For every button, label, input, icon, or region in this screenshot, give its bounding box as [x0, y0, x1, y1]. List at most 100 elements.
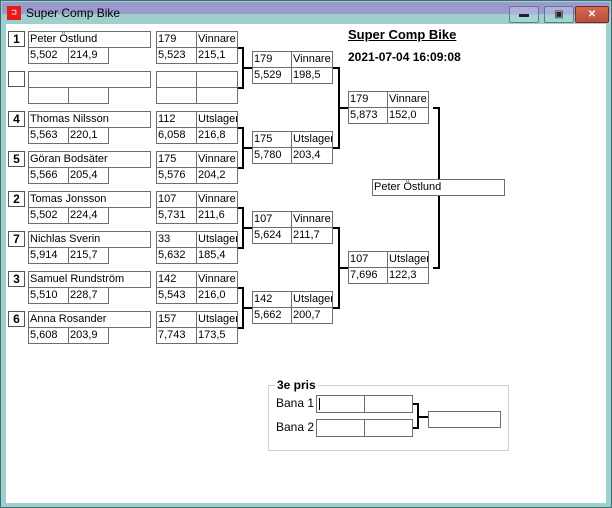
mph-field[interactable]: 204,2 [196, 167, 238, 184]
mph-field[interactable]: 122,3 [387, 267, 429, 284]
lane-2-field-b[interactable] [364, 419, 413, 437]
elapsed-time-field[interactable]: 5,543 [156, 287, 197, 304]
bike-number-field[interactable]: 112 [156, 111, 197, 128]
bike-number-field[interactable]: 179 [348, 91, 388, 108]
mph-field[interactable]: 185,4 [196, 247, 238, 264]
mph-field[interactable]: 216,8 [196, 127, 238, 144]
third-place-result[interactable] [428, 411, 501, 428]
elapsed-time-field[interactable]: 7,743 [156, 327, 197, 344]
reaction-time-field[interactable]: 5,608 [28, 327, 69, 344]
bike-number-field[interactable]: 107 [348, 251, 388, 268]
bracket-line [238, 127, 244, 129]
result-field[interactable]: Utslagen [196, 111, 238, 128]
mph-field[interactable]: 203,4 [291, 147, 333, 164]
bike-number-field[interactable]: 107 [252, 211, 292, 228]
elapsed-time-field[interactable] [156, 87, 197, 104]
winner-field[interactable]: Peter Östlund [372, 179, 505, 196]
bike-number-field[interactable]: 33 [156, 231, 197, 248]
elapsed-time-field[interactable]: 5,576 [156, 167, 197, 184]
bike-number-field[interactable]: 142 [252, 291, 292, 308]
close-button[interactable]: ✕ [575, 6, 609, 23]
minimize-button[interactable]: ▬ [509, 6, 539, 23]
result-field[interactable]: Vinnare [291, 51, 333, 68]
speed-field[interactable]: 205,4 [68, 167, 109, 184]
mph-field[interactable]: 211,7 [291, 227, 333, 244]
result-field[interactable]: Utslagen [196, 231, 238, 248]
elapsed-time-field[interactable]: 5,731 [156, 207, 197, 224]
lane-2-field-a[interactable] [316, 419, 365, 437]
elapsed-time-field[interactable]: 5,632 [156, 247, 197, 264]
elapsed-time-field[interactable]: 5,624 [252, 227, 292, 244]
lane-1-field-b[interactable] [364, 395, 413, 413]
speed-field[interactable]: 228,7 [68, 287, 109, 304]
reaction-time-field[interactable]: 5,914 [28, 247, 69, 264]
speed-field[interactable]: 214,9 [68, 47, 109, 64]
bike-number-field[interactable] [156, 71, 197, 88]
result-field[interactable]: Vinnare [196, 151, 238, 168]
elapsed-time-field[interactable]: 5,523 [156, 47, 197, 64]
bracket-line [338, 267, 348, 269]
bike-number-field[interactable]: 179 [252, 51, 292, 68]
result-field[interactable]: Vinnare [291, 211, 333, 228]
reaction-time-field[interactable]: 5,502 [28, 47, 69, 64]
bike-number-field[interactable]: 107 [156, 191, 197, 208]
result-field[interactable]: Vinnare [387, 91, 429, 108]
mph-field[interactable]: 211,6 [196, 207, 238, 224]
reaction-time-field[interactable]: 5,566 [28, 167, 69, 184]
speed-field[interactable]: 224,4 [68, 207, 109, 224]
speed-field[interactable]: 220,1 [68, 127, 109, 144]
elapsed-time-field[interactable]: 5,662 [252, 307, 292, 324]
elapsed-time-field[interactable]: 5,873 [348, 107, 388, 124]
rider-name-field[interactable]: Samuel Rundström [28, 271, 151, 288]
elapsed-time-field[interactable]: 6,058 [156, 127, 197, 144]
rider-name-field[interactable]: Nichlas Sverin [28, 231, 151, 248]
result-field[interactable]: Utslagen [196, 311, 238, 328]
bike-number-field[interactable]: 179 [156, 31, 197, 48]
rider-name-field[interactable]: Anna Rosander [28, 311, 151, 328]
mph-field[interactable]: 215,1 [196, 47, 238, 64]
bracket-line [433, 267, 440, 269]
mph-field[interactable]: 216,0 [196, 287, 238, 304]
seed-number: 2 [8, 191, 25, 207]
elapsed-time-field[interactable]: 7,696 [348, 267, 388, 284]
rider-name-field[interactable]: Peter Östlund [28, 31, 151, 48]
speed-field[interactable]: 215,7 [68, 247, 109, 264]
window-title: Super Comp Bike [26, 6, 121, 20]
rider-name-field[interactable] [28, 71, 151, 88]
lane-1-field-a[interactable] [316, 395, 365, 413]
bike-number-field[interactable]: 142 [156, 271, 197, 288]
mph-field[interactable] [196, 87, 238, 104]
result-field[interactable]: Vinnare [196, 271, 238, 288]
speed-field[interactable]: 203,9 [68, 327, 109, 344]
bike-number-field[interactable]: 175 [156, 151, 197, 168]
title-bar[interactable]: ⊐ Super Comp Bike ▬ ▣ ✕ [2, 2, 610, 24]
event-datetime: 2021-07-04 16:09:08 [348, 50, 461, 64]
rider-name-field[interactable]: Göran Bodsäter [28, 151, 151, 168]
reaction-time-field[interactable]: 5,510 [28, 287, 69, 304]
mph-field[interactable]: 198,5 [291, 67, 333, 84]
bike-number-field[interactable]: 175 [252, 131, 292, 148]
result-field[interactable]: Vinnare [196, 191, 238, 208]
result-field[interactable]: Utslagen [291, 291, 333, 308]
bracket-line [433, 107, 440, 109]
mph-field[interactable]: 173,5 [196, 327, 238, 344]
elapsed-time-field[interactable]: 5,780 [252, 147, 292, 164]
reaction-time-field[interactable] [28, 87, 69, 104]
bike-number-field[interactable]: 157 [156, 311, 197, 328]
reaction-time-field[interactable]: 5,502 [28, 207, 69, 224]
app-icon[interactable]: ⊐ [7, 6, 21, 20]
bracket-line [238, 87, 244, 89]
speed-field[interactable] [68, 87, 109, 104]
mph-field[interactable]: 152,0 [387, 107, 429, 124]
result-field[interactable]: Vinnare [196, 31, 238, 48]
reaction-time-field[interactable]: 5,563 [28, 127, 69, 144]
rider-name-field[interactable]: Thomas Nilsson [28, 111, 151, 128]
result-field[interactable]: Utslagen [387, 251, 429, 268]
elapsed-time-field[interactable]: 5,529 [252, 67, 292, 84]
rider-name-field[interactable]: Tomas Jonsson [28, 191, 151, 208]
result-field[interactable]: Utslagen [291, 131, 333, 148]
result-field[interactable] [196, 71, 238, 88]
mph-field[interactable]: 200,7 [291, 307, 333, 324]
bracket-line [238, 207, 244, 209]
maximize-button[interactable]: ▣ [544, 6, 574, 23]
